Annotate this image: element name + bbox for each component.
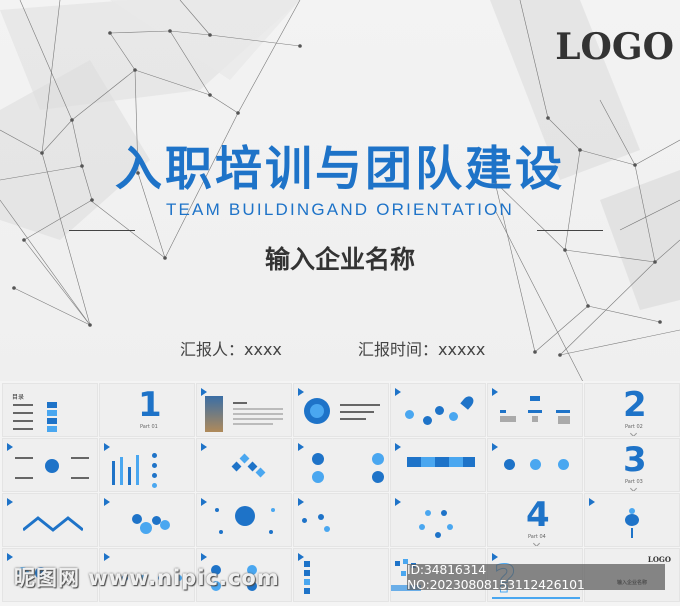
part-number: 2 <box>623 385 647 425</box>
thumb-company-intro[interactable] <box>196 383 292 437</box>
thumb-puzzle[interactable] <box>390 438 486 492</box>
part-number: 1 <box>138 385 162 425</box>
thumb-big-gear[interactable] <box>196 493 292 547</box>
toc-title: 目录 <box>12 394 25 401</box>
play-triangle-icon <box>201 498 207 506</box>
part-number: 3 <box>623 440 647 480</box>
play-triangle-icon <box>298 553 304 561</box>
rocket-icon <box>460 394 476 410</box>
play-triangle-icon <box>395 443 401 451</box>
play-triangle-icon <box>492 443 498 451</box>
play-triangle-icon <box>104 498 110 506</box>
thumb-zigzag[interactable] <box>2 493 98 547</box>
part-number: 4 <box>526 495 550 535</box>
play-triangle-icon <box>298 388 304 396</box>
divider-right <box>537 230 603 231</box>
thumb-arrows-target[interactable] <box>2 438 98 492</box>
main-slide-preview: LOGO 入职培训与团队建设 TEAM BUILDINGAND ORIENTAT… <box>0 0 680 381</box>
play-triangle-icon <box>492 553 498 561</box>
play-triangle-icon <box>7 443 13 451</box>
thumb-part-01[interactable]: 1 Part 01 <box>99 383 195 437</box>
watermark-nipic: 昵图网 www.nipic.com <box>14 566 280 590</box>
play-triangle-icon <box>298 443 304 451</box>
thumb-half-circles[interactable] <box>2 548 98 602</box>
play-triangle-icon <box>492 388 498 396</box>
report-time-label: 汇报时间：xxxxx <box>358 340 486 359</box>
thumb-part-02[interactable]: 2 Part 02 <box>584 383 680 437</box>
play-triangle-icon <box>201 443 207 451</box>
watermark-id: ID:34816314 NO:20230808153112426101 <box>407 562 665 592</box>
thumb-part-04[interactable]: 4 Part 04 <box>487 493 583 547</box>
play-triangle-icon <box>298 498 304 506</box>
part-label: Part 02 <box>625 424 643 430</box>
play-triangle-icon <box>395 388 401 396</box>
thumb-pentagon-cycle[interactable] <box>390 493 486 547</box>
part-label: Part 04 <box>528 534 546 540</box>
thumb-table-of-contents[interactable]: 目录 <box>2 383 98 437</box>
slide-thumbnail-grid: 目录 1 Part 01 <box>2 383 680 606</box>
chevron-down-icon <box>629 429 638 436</box>
company-name: 输入企业名称 <box>264 245 415 274</box>
thumb-wave-steps[interactable] <box>99 548 195 602</box>
play-triangle-icon <box>104 553 110 561</box>
thumb-rocket-path[interactable] <box>390 383 486 437</box>
divider-left <box>69 230 135 231</box>
thumb-circles-list[interactable] <box>293 438 389 492</box>
thumb-timeline-dots[interactable] <box>293 493 389 547</box>
thumb-gears[interactable] <box>99 493 195 547</box>
logo-text: LOGO <box>555 26 674 68</box>
play-triangle-icon <box>104 443 110 451</box>
slide-subtitle: TEAM BUILDINGAND ORIENTATION <box>165 200 515 219</box>
play-triangle-icon <box>201 388 207 396</box>
end-logo: LOGO <box>647 555 671 564</box>
thumb-gear-lock[interactable] <box>293 383 389 437</box>
thumb-org-chart[interactable] <box>487 383 583 437</box>
target-icon <box>45 459 59 473</box>
play-triangle-icon <box>201 553 207 561</box>
slide-title: 入职培训与团队建设 <box>115 142 565 197</box>
thumb-icon-list[interactable] <box>293 548 389 602</box>
play-triangle-icon <box>589 498 595 506</box>
thumb-three-badges[interactable] <box>487 438 583 492</box>
play-triangle-icon <box>7 498 13 506</box>
play-triangle-icon <box>7 553 13 561</box>
thumb-diamond-tiles[interactable] <box>196 438 292 492</box>
gear-icon <box>132 514 142 524</box>
reporter-label: 汇报人：xxxx <box>180 340 282 359</box>
part-label: Part 03 <box>625 479 643 485</box>
thumb-icon-circles[interactable] <box>196 548 292 602</box>
part-label: Part 01 <box>140 424 158 430</box>
chevron-down-icon <box>629 484 638 491</box>
thumb-thermometer-bars[interactable] <box>99 438 195 492</box>
play-triangle-icon <box>395 498 401 506</box>
gear-icon <box>235 506 255 526</box>
chevron-down-icon <box>532 539 541 546</box>
thumb-flower-diagram[interactable] <box>584 493 680 547</box>
network-lines-background <box>0 0 680 381</box>
thumb-part-03[interactable]: 3 Part 03 <box>584 438 680 492</box>
